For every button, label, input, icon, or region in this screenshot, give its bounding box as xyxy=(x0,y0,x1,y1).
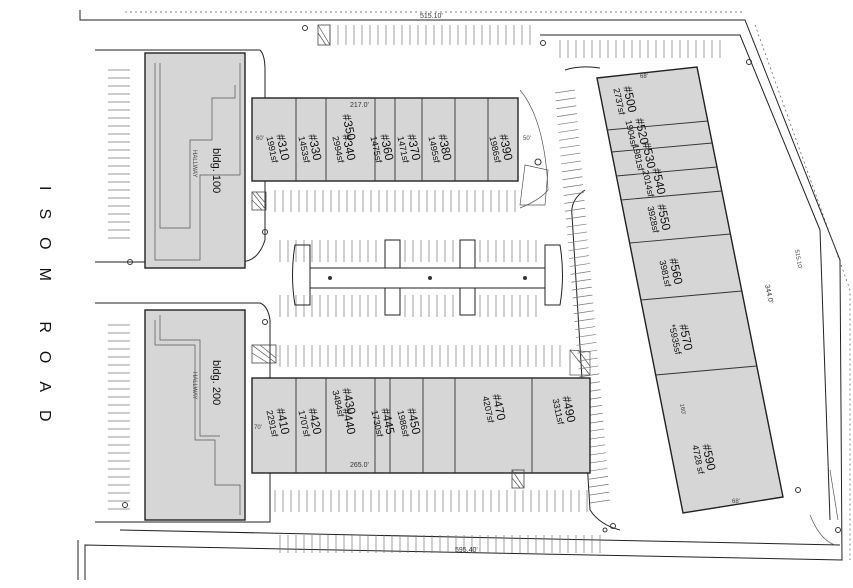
property-boundary xyxy=(77,10,851,580)
unit-number: #440 xyxy=(339,407,358,436)
unit-number: #390 xyxy=(496,133,515,162)
building-100-label: bldg. 100 xyxy=(210,148,222,193)
unit-number: #560 xyxy=(666,257,685,286)
unit-number: #445 xyxy=(378,407,397,436)
unit-number: #380 xyxy=(435,133,454,162)
unit-number: #470 xyxy=(489,393,508,422)
building-200-label: bldg. 200 xyxy=(210,360,222,405)
east-mid-dimension: 160' xyxy=(678,403,686,415)
building-100: bldg. 100 HALLWAY xyxy=(144,52,246,269)
north-small-right: 50' xyxy=(523,136,531,142)
road-label-group: ISOM ROAD xyxy=(36,186,53,440)
unit-number: #310 xyxy=(273,133,292,162)
unit-number: #350 xyxy=(339,113,358,142)
bottom-boundary-dimension: 595.40' xyxy=(455,547,478,554)
unit-number: #420 xyxy=(305,407,324,436)
north-unit-350: #350 xyxy=(339,113,358,142)
unit-number: #550 xyxy=(654,203,673,232)
unit-number: #410 xyxy=(273,407,292,436)
boundary-dimensions: 515.10' 595.40' 515.10' xyxy=(420,13,802,554)
unit-number: #450 xyxy=(404,407,423,436)
building-200: bldg. 200 HALLWAY xyxy=(144,309,246,521)
unit-number: #360 xyxy=(377,133,396,162)
road-label: ISOM ROAD xyxy=(36,186,53,440)
south-row-dimension: 265.0' xyxy=(350,462,369,469)
unit-number: #330 xyxy=(305,133,324,162)
unit-number: #370 xyxy=(404,133,423,162)
north-building: 217.0' 60' 50' xyxy=(251,97,531,182)
south-unit-440: #440 xyxy=(339,407,358,436)
east-side-dimension: 344.0' xyxy=(763,284,774,304)
south-small-left: 70' xyxy=(254,425,262,431)
building-200-hallway: HALLWAY xyxy=(191,372,197,400)
unit-number: #540 xyxy=(649,167,668,196)
east-top-dimension: 68' xyxy=(640,74,648,80)
parking-stalls xyxy=(108,25,721,553)
building-100-hallway: HALLWAY xyxy=(191,150,197,178)
east-boundary-dimension: 515.10' xyxy=(793,249,802,269)
north-row-dimension: 217.0' xyxy=(350,102,369,109)
unit-number: #530 xyxy=(639,141,658,170)
unit-number: #520 xyxy=(632,117,651,146)
north-small-left: 60' xyxy=(256,136,264,142)
south-building: 265.0' 70' xyxy=(251,377,591,474)
unit-labels: #3101991sf#3301453sf#350#3402994sf#36014… xyxy=(264,85,718,476)
unit-number: #340 xyxy=(339,133,358,162)
unit-number: #570 xyxy=(676,323,695,352)
curb-lines xyxy=(95,34,841,546)
top-boundary-dimension: 515.10' xyxy=(420,13,443,20)
center-island xyxy=(292,239,563,316)
east-bottom-dimension: 68' xyxy=(732,499,740,505)
site-symbols xyxy=(122,24,841,546)
unit-number: #590 xyxy=(699,443,718,472)
east-building: 344.0' 68' 68' 160' xyxy=(596,66,784,514)
unit-number: #430 xyxy=(339,387,358,416)
unit-number: #490 xyxy=(559,395,578,424)
unit-number: #500 xyxy=(620,85,639,114)
